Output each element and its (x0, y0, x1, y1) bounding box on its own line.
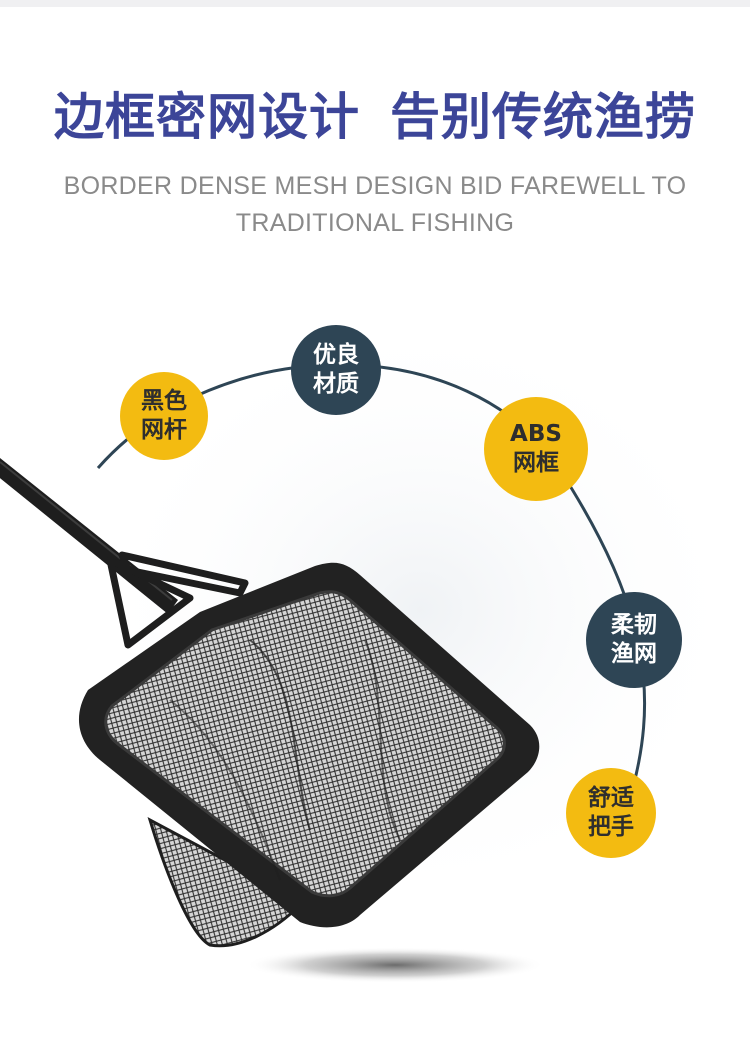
net-shadow (245, 947, 545, 983)
feature-badge-frame-line1: ABS (510, 421, 562, 447)
subheadline: BORDER DENSE MESH DESIGN BID FAREWELL TO… (55, 168, 695, 242)
feature-badge-material-line2: 材质 (313, 371, 359, 397)
headline: 边框密网设计告别传统渔捞 (0, 82, 750, 152)
feature-badge-grip-line1: 舒适 (588, 785, 634, 811)
subheadline-line-1: BORDER DENSE MESH DESIGN BID FAREWELL TO (63, 172, 687, 200)
feature-badge-pole-line2: 网杆 (141, 417, 187, 443)
feature-badge-material-line1: 优良 (313, 342, 359, 368)
feature-badge-frame: ABS 网框 (484, 397, 588, 501)
net-mesh-bag (147, 816, 303, 948)
top-band (0, 0, 750, 7)
net-yoke (106, 551, 249, 649)
feature-badge-frame-line2: 网框 (513, 450, 559, 476)
feature-badge-net: 柔韧 渔网 (586, 592, 682, 688)
feature-badge-grip-line2: 把手 (588, 814, 634, 840)
feature-badge-material: 优良 材质 (291, 325, 381, 415)
net-mesh (105, 591, 505, 896)
headline-part-2: 告别传统渔捞 (390, 88, 696, 146)
feature-badge-net-line2: 渔网 (611, 641, 657, 667)
feature-badge-pole-line1: 黑色 (141, 388, 187, 414)
feature-badge-pole: 黑色 网杆 (120, 372, 208, 460)
subheadline-line-2: TRADITIONAL FISHING (235, 209, 515, 237)
feature-badge-grip: 舒适 把手 (566, 768, 656, 858)
feature-badge-net-line1: 柔韧 (611, 612, 657, 638)
headline-part-1: 边框密网设计 (54, 88, 360, 146)
